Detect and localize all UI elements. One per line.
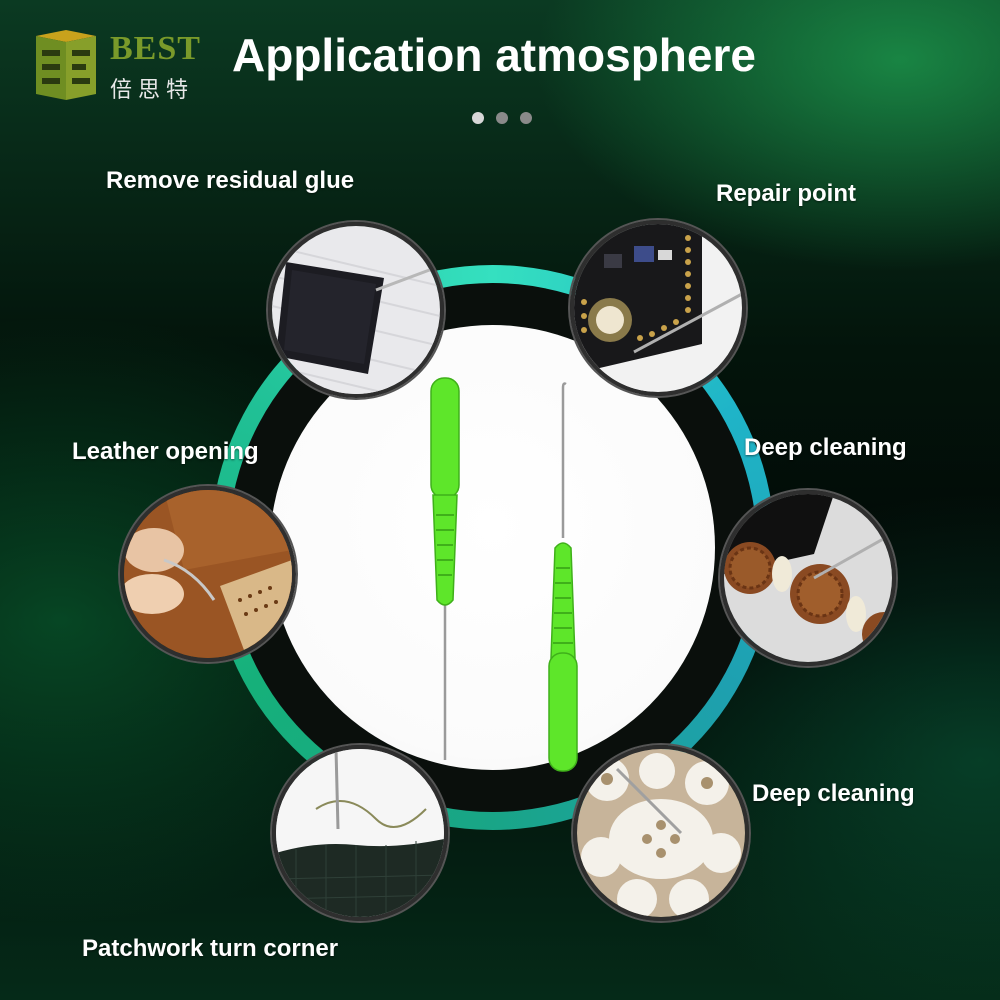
logo-chinese-name: 倍思特 [110,78,195,103]
beads-photo [720,490,896,666]
product-disc [270,325,715,770]
best-logo-icon [36,30,96,100]
label-deep-cleaning-lace: Deep cleaning [752,780,915,807]
label-repair-point: Repair point [716,180,857,207]
glue-removal-photo [268,222,444,398]
pager-dot[interactable] [472,112,484,124]
logo-wordmark: BEST [110,30,201,67]
label-remove-residual-glue: Remove residual glue [106,167,355,194]
pager-dot[interactable] [496,112,508,124]
carousel-pager [472,112,532,124]
page-title: Application atmosphere [232,29,756,81]
fabric-photo [272,745,448,921]
hook-tool-1 [430,377,460,760]
brand-logo: BEST 倍思特 [30,28,210,108]
hook-tool-2 [548,382,578,772]
circuit-board-photo [570,220,746,396]
pager-dot[interactable] [520,112,532,124]
label-leather-opening: Leather opening [72,438,259,465]
label-deep-cleaning-beads: Deep cleaning [744,434,907,461]
lace-photo [573,745,749,921]
label-patchwork-turn-corner: Patchwork turn corner [82,935,339,962]
leather-photo [120,486,296,662]
